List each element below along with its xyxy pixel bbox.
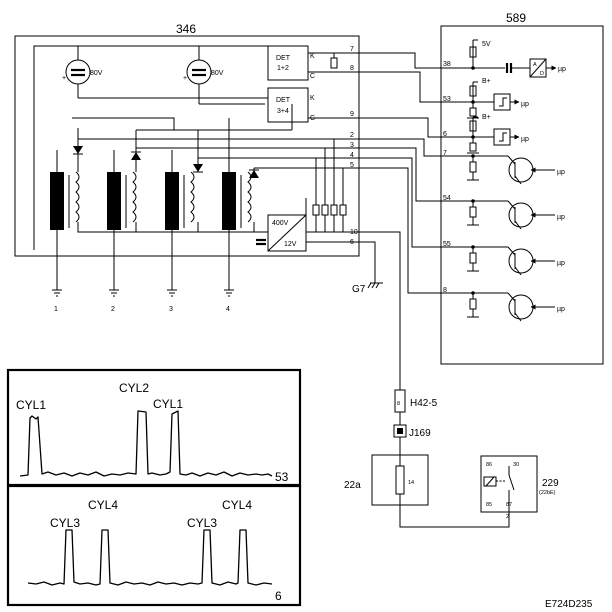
figure-code: E724D235 (545, 599, 593, 610)
svg-text:1+2: 1+2 (277, 65, 289, 72)
svg-text:DET: DET (276, 55, 291, 62)
svg-text:A: A (533, 62, 537, 68)
thyristor-1 (73, 128, 83, 172)
svg-text:+: + (183, 75, 187, 82)
ecu-label: 346 (176, 22, 196, 36)
svg-text:+: + (62, 75, 66, 82)
svg-text:5V: 5V (482, 41, 491, 48)
svg-text:DET: DET (276, 97, 291, 104)
ground-label: G7 (352, 284, 366, 295)
svg-text:400V: 400V (272, 220, 289, 227)
driver-channel-7: µp (359, 138, 565, 185)
resistor-bank (305, 139, 347, 233)
driver-channel-55: µp (359, 157, 565, 276)
junction-label: J169 (409, 428, 431, 439)
capacitor-1: 80V + (62, 59, 103, 85)
scope-top-label: CYL2 (119, 381, 149, 395)
engine-ecu-589: 589 38 53 6 7 54 55 8 5V A D µp (359, 11, 604, 365)
svg-text:µp: µp (558, 66, 566, 73)
scope-top-label: CYL1 (16, 398, 46, 412)
ignition-module-346: 346 80V + 80V + DET 1+2 K (14, 22, 360, 260)
svg-text:µp: µp (521, 136, 529, 143)
svg-text:14: 14 (408, 480, 414, 486)
ecu-pin: 2 (350, 132, 354, 139)
driver-channel-8: µp (359, 167, 565, 322)
scope-bottom-channel: 6 (275, 589, 282, 603)
capacitor-2-voltage: 80V (211, 70, 224, 77)
scope-top-channel: 53 (275, 470, 289, 484)
svg-text:µp: µp (557, 306, 565, 313)
cylinder-number: 3 (169, 306, 173, 313)
ignition-coil-4 (222, 171, 252, 260)
ecu-pin: 3 (350, 142, 354, 149)
cylinder-number: 1 (54, 306, 58, 313)
ecu-pin: 4 (350, 152, 354, 159)
right-pin: 8 (443, 287, 447, 294)
relay-sub: (22bE) (539, 490, 556, 496)
cylinder-number: 4 (226, 306, 230, 313)
scope-panel-top: CYL1 CYL2 CYL1 53 (6, 368, 302, 487)
svg-text:2: 2 (506, 514, 509, 520)
scope-bottom-label: CYL4 (88, 498, 118, 512)
svg-text:B+: B+ (482, 78, 491, 85)
scope-top-label: CYL1 (153, 397, 183, 411)
ignition-coil-2 (107, 150, 137, 260)
thyristor-3 (193, 130, 203, 173)
driver-channel-54: µp (359, 147, 565, 230)
channel-6: B+ µp (359, 114, 529, 154)
detector-1-2: DET 1+2 K C (267, 45, 315, 81)
scope-bottom-label: CYL4 (222, 498, 252, 512)
right-pin: 7 (443, 150, 447, 157)
svg-text:µp: µp (521, 101, 529, 108)
svg-text:D: D (540, 71, 544, 77)
scope-bottom-label: CYL3 (50, 516, 80, 530)
right-pin: 54 (443, 195, 451, 202)
right-block-label: 589 (506, 11, 526, 25)
svg-text:30: 30 (513, 462, 519, 468)
spark-plug-1: 1 (52, 260, 62, 313)
svg-text:86: 86 (486, 462, 492, 468)
right-pin: 38 (443, 61, 451, 68)
svg-text:K: K (310, 95, 315, 102)
channel-38: 5V A D µp (359, 39, 566, 78)
right-pin: 55 (443, 241, 451, 248)
relay-label: 229 (542, 478, 559, 489)
ecu-pin: 7 (350, 46, 354, 53)
scope-panel-bottom: CYL3 CYL4 CYL3 CYL4 6 (6, 484, 302, 607)
ecu-pin: 9 (350, 111, 354, 118)
spark-plug-4: 4 (224, 260, 234, 313)
thyristor-2 (131, 130, 141, 172)
connector-label: H42-5 (410, 398, 438, 409)
channel-53: B+ µp (359, 71, 529, 119)
svg-text:3+4: 3+4 (277, 108, 289, 115)
thyristor-4 (249, 168, 259, 178)
svg-text:µp: µp (557, 260, 565, 267)
capacitor-2: 80V + (183, 59, 224, 85)
capacitor-1-voltage: 80V (90, 70, 103, 77)
ground-g7: G7 (352, 241, 383, 295)
svg-text:12V: 12V (284, 241, 297, 248)
right-pin: 6 (443, 131, 447, 138)
svg-text:87: 87 (506, 502, 512, 508)
ignition-coil-3 (165, 150, 195, 260)
right-pin: 53 (443, 96, 451, 103)
dc-converter: 400V 12V (267, 214, 307, 252)
ecu-pin: 5 (350, 162, 354, 169)
svg-text:K: K (310, 53, 315, 60)
ignition-coil-1 (50, 150, 80, 260)
spark-plug-2: 2 (109, 260, 119, 313)
spark-plug-3: 3 (167, 260, 177, 313)
ecu-pin: 8 (350, 65, 354, 72)
cylinder-number: 2 (111, 306, 115, 313)
svg-text:C: C (310, 73, 315, 80)
svg-text:B+: B+ (482, 114, 491, 121)
fuse-box-label: 22a (344, 480, 361, 491)
svg-text:µp: µp (557, 169, 565, 176)
scope-bottom-label: CYL3 (187, 516, 217, 530)
relay-229: 86 30 85 87 2 229 (22bE) (480, 455, 559, 520)
svg-text:µp: µp (557, 214, 565, 221)
svg-text:8: 8 (397, 401, 400, 407)
svg-text:85: 85 (486, 502, 492, 508)
